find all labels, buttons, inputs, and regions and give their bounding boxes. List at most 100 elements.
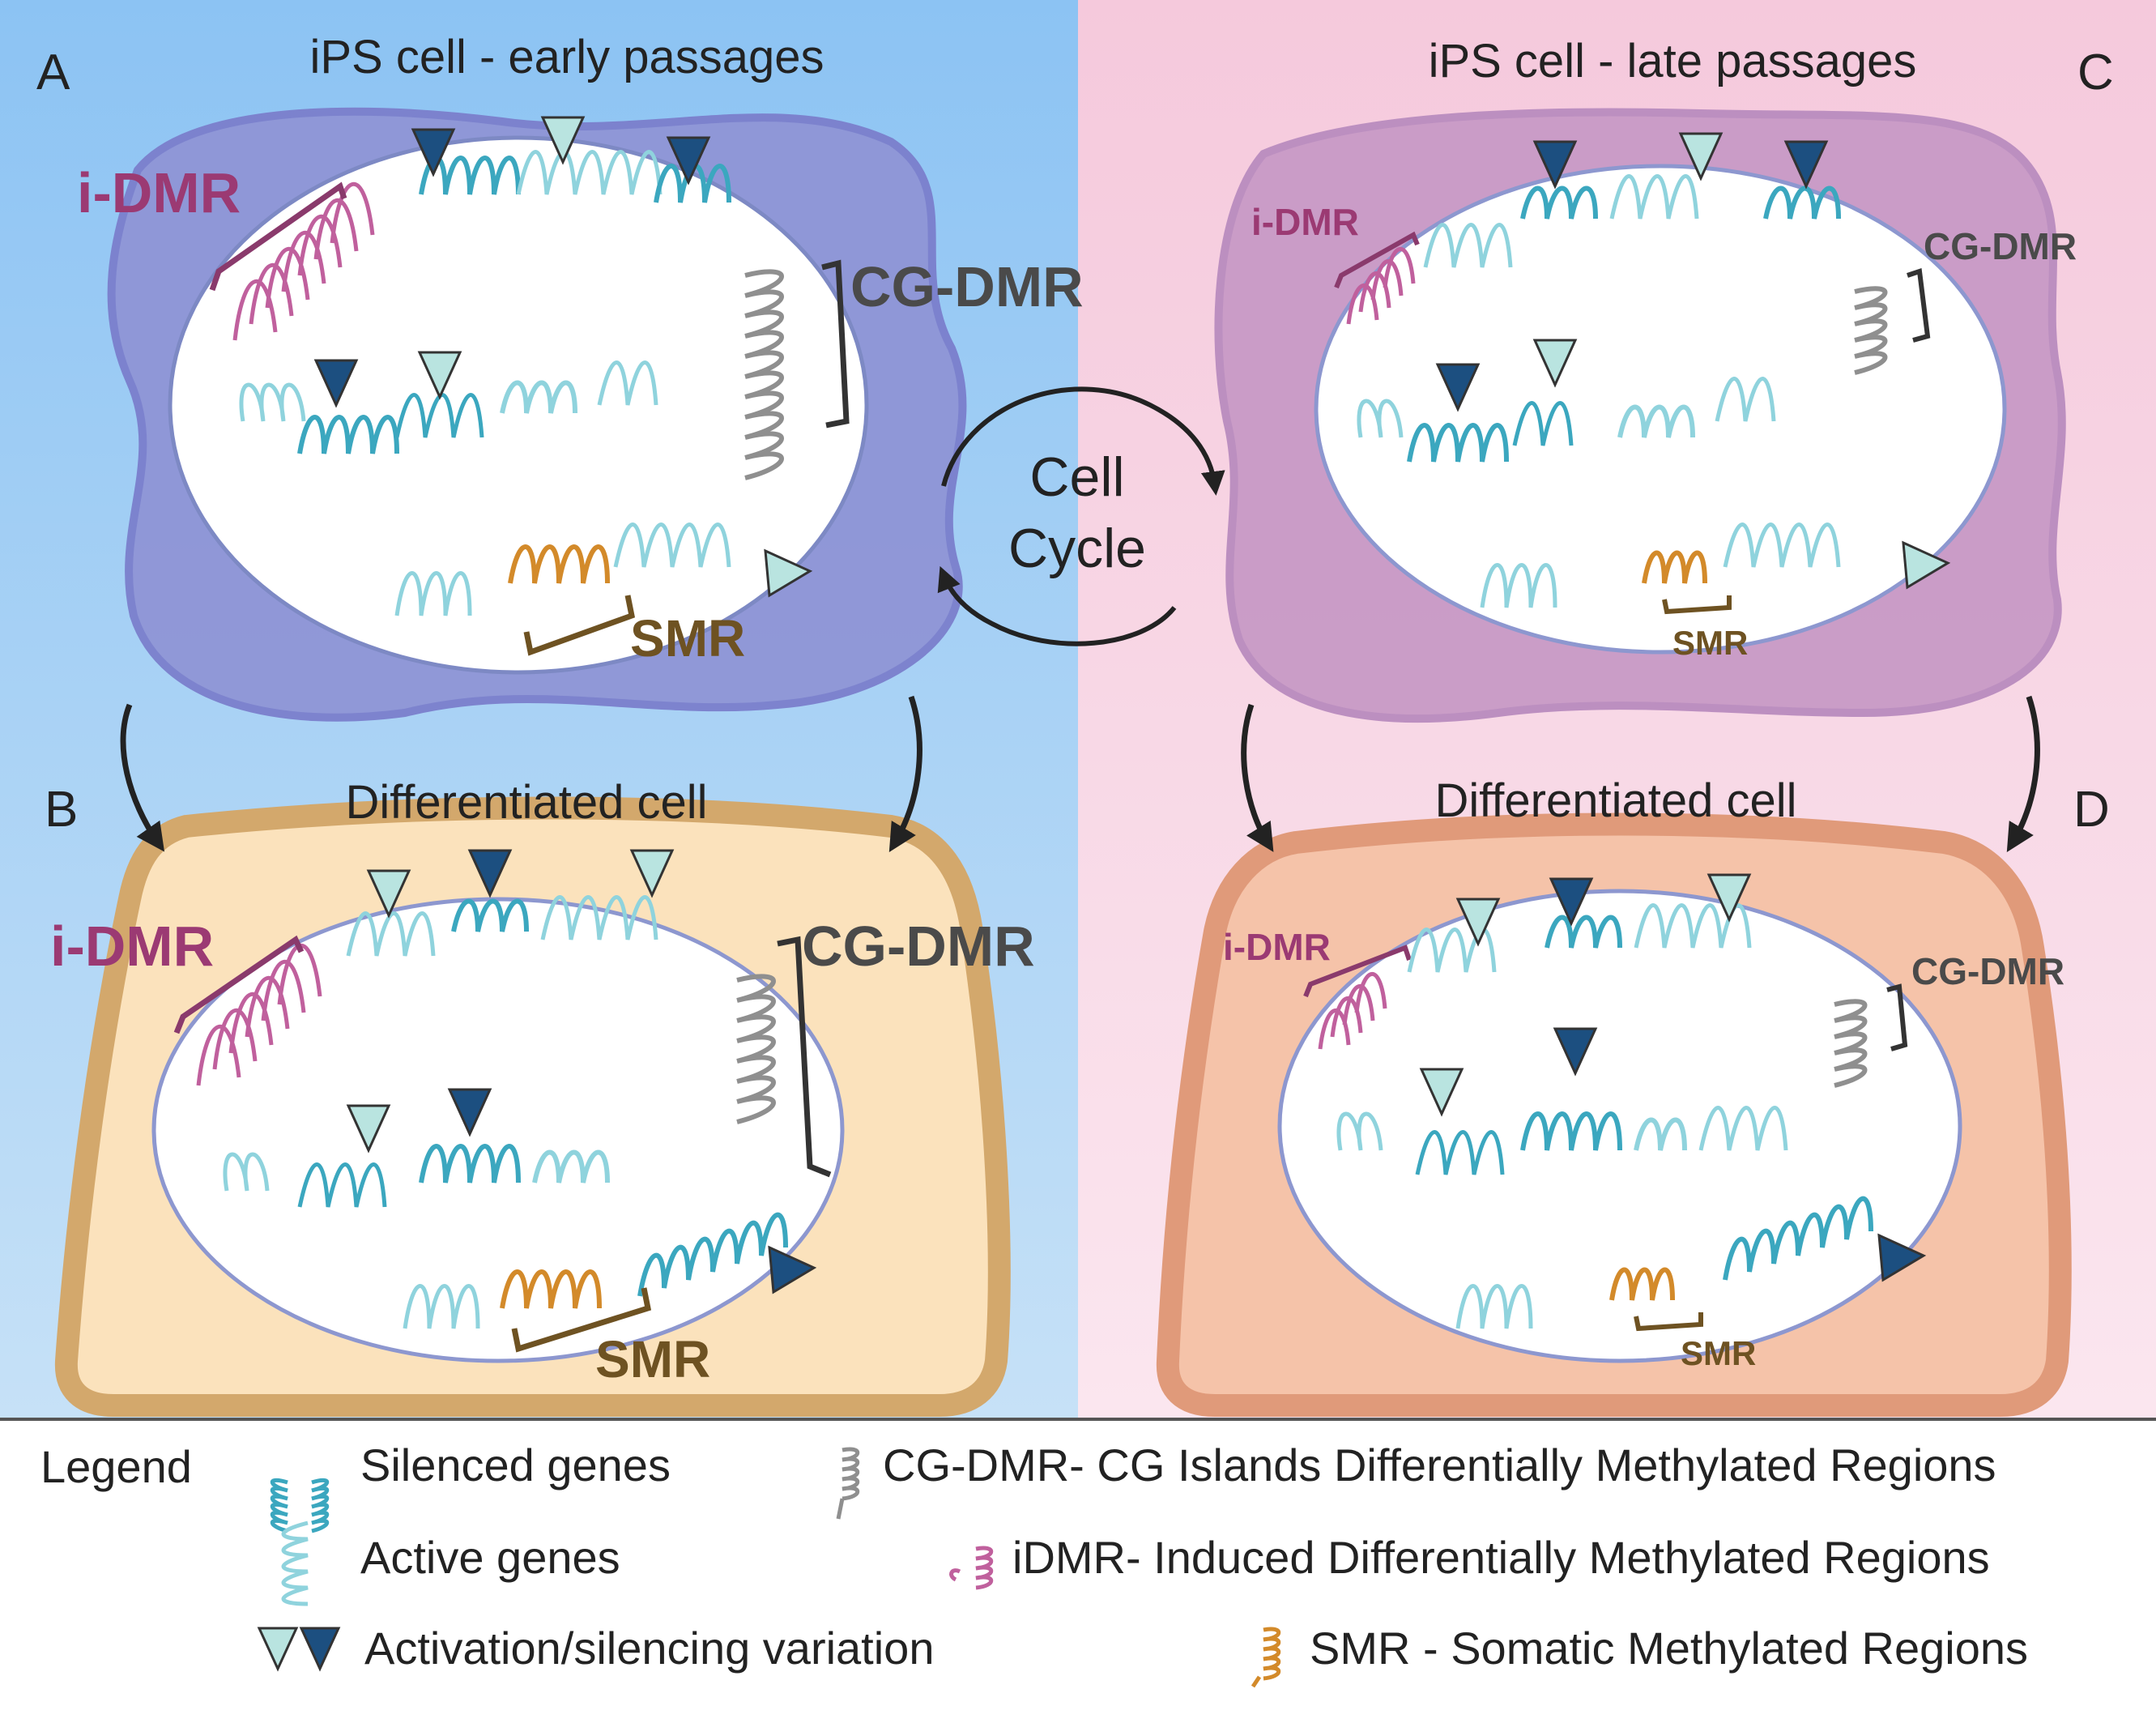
panel-c: C iPS cell - late passages i-DMR CG-DMR … — [1214, 35, 2114, 723]
idmr-label: i-DMR — [77, 161, 241, 224]
smr-label: SMR — [1672, 624, 1748, 662]
silencing-marker-icon — [299, 1627, 341, 1672]
idmr-bracket — [1334, 231, 1420, 289]
silencing-marker — [768, 1245, 817, 1294]
panel-a-title: iPS cell - early passages — [309, 31, 824, 83]
active-gene-strand — [1512, 401, 1574, 446]
active-gene-strand — [1415, 1130, 1505, 1175]
active-gene-strand — [516, 150, 663, 195]
active-gene-strand — [1698, 1106, 1788, 1151]
activation-marker — [366, 869, 411, 919]
legend-title: Legend — [40, 1441, 192, 1492]
silenced-gene-coil — [419, 156, 521, 195]
cgdmr-coil — [1854, 286, 1888, 375]
silencing-marker — [313, 359, 359, 408]
panel-d: D Differentiated cell i-DMR CG-DMR SMR — [1156, 774, 2110, 1417]
smr-bracket — [511, 1287, 652, 1353]
cgdmr-coil — [1834, 999, 1868, 1088]
cell-cycle-label-line1: Cell — [1029, 446, 1124, 508]
activation-marker — [1532, 339, 1578, 388]
cell-cycle-label-line2: Cycle — [1008, 518, 1146, 579]
silenced-gene-coil — [1520, 186, 1598, 220]
activation-marker — [1678, 132, 1724, 181]
active-gene-strand — [403, 1284, 480, 1329]
idmr-icon — [949, 1546, 994, 1590]
activation-marker — [417, 351, 462, 400]
silencing-marker — [1549, 877, 1594, 927]
active-gene-strand — [297, 1162, 387, 1208]
activation-marker — [1419, 1068, 1464, 1117]
active-gene-strand — [1423, 223, 1513, 268]
active-gene-strand — [1336, 1111, 1383, 1151]
smr-label: SMR — [595, 1330, 710, 1388]
idmr-label: i-DMR — [1223, 926, 1331, 968]
silenced-gene-icon — [270, 1478, 330, 1533]
panel-letter-b: B — [45, 782, 78, 838]
smr-bracket — [1662, 595, 1732, 615]
arrow-c-to-d-left — [1241, 703, 1274, 852]
cgdmr-label: CG-DMR — [850, 255, 1084, 318]
silencing-marker — [447, 1088, 492, 1137]
smr-label: SMR — [1681, 1334, 1756, 1372]
silencing-marker — [1553, 1027, 1598, 1077]
legend-active-label: Active genes — [360, 1532, 620, 1583]
idmr-region — [1346, 247, 1416, 325]
active-gene-strand — [239, 382, 306, 422]
cgdmr-bracket — [1886, 983, 1908, 1051]
cycle-arrow-top — [941, 386, 1225, 496]
panel-c-title: iPS cell - late passages — [1429, 35, 1917, 87]
idmr-region — [232, 181, 375, 341]
panel-a: A iPS cell - early passages i-DMR CG-DMR… — [36, 31, 1084, 722]
smr-coil — [1642, 550, 1707, 584]
silencing-marker — [411, 128, 456, 177]
panel-d-title: Differentiated cell — [1434, 774, 1796, 827]
smr-label: SMR — [630, 609, 745, 667]
active-gene-strand — [1723, 522, 1841, 568]
activation-marker — [764, 548, 813, 598]
cgdmr-label: CG-DMR — [802, 915, 1035, 978]
arrow-a-to-b-right — [888, 695, 922, 853]
silencing-marker — [1783, 140, 1829, 190]
cgdmr-coil — [744, 269, 784, 480]
active-gene-strand — [223, 1152, 270, 1192]
active-gene-strand — [540, 895, 658, 940]
panel-letter-d: D — [2073, 782, 2110, 838]
silenced-gene-coil — [1545, 915, 1622, 949]
panel-b: B Differentiated cell i-DMR CG-DMR SMR — [45, 776, 1035, 1417]
active-gene-strand — [1357, 399, 1404, 438]
legend-variation-label: Activation/silencing variation — [364, 1623, 934, 1674]
active-gene-strand — [394, 571, 472, 616]
smr-icon — [1251, 1627, 1281, 1688]
smr-coil — [500, 1269, 602, 1309]
activation-marker — [1902, 540, 1951, 590]
active-gene-strand — [597, 360, 658, 406]
idmr-label: i-DMR — [1251, 201, 1359, 243]
silenced-gene-coil — [1407, 423, 1509, 463]
silenced-gene-coil — [451, 898, 529, 932]
cgdmr-label: CG-DMR — [1911, 950, 2064, 992]
silenced-gene-coil — [1617, 404, 1695, 438]
cycle-arrow-bottom — [937, 565, 1177, 646]
active-gene-strand — [1715, 377, 1776, 422]
idmr-bracket — [173, 935, 305, 1034]
active-gene-strand — [1455, 1284, 1533, 1329]
activation-marker — [1455, 898, 1501, 947]
silenced-gene-coil — [1634, 1117, 1687, 1151]
silenced-gene-coil — [1520, 1111, 1622, 1151]
active-gene-strand — [394, 393, 484, 438]
legend-silenced-label: Silenced genes — [360, 1439, 671, 1491]
activation-marker — [1706, 873, 1752, 923]
idmr-label: i-DMR — [50, 915, 214, 978]
panel-b-title: Differentiated cell — [345, 776, 707, 829]
idmr-region — [196, 943, 322, 1086]
legend: Legend Silenced genes Active genes Activ… — [40, 1439, 2028, 1688]
silencing-marker — [1532, 140, 1578, 190]
silenced-gene-coil — [532, 1149, 610, 1183]
silenced-gene-coil — [500, 380, 577, 414]
silencing-marker — [467, 849, 513, 898]
silenced-gene-coil — [1763, 186, 1841, 220]
smr-coil — [508, 544, 610, 584]
smr-coil — [1609, 1267, 1675, 1301]
silenced-gene-coil — [419, 1144, 521, 1183]
active-gene-strand — [1480, 563, 1557, 608]
